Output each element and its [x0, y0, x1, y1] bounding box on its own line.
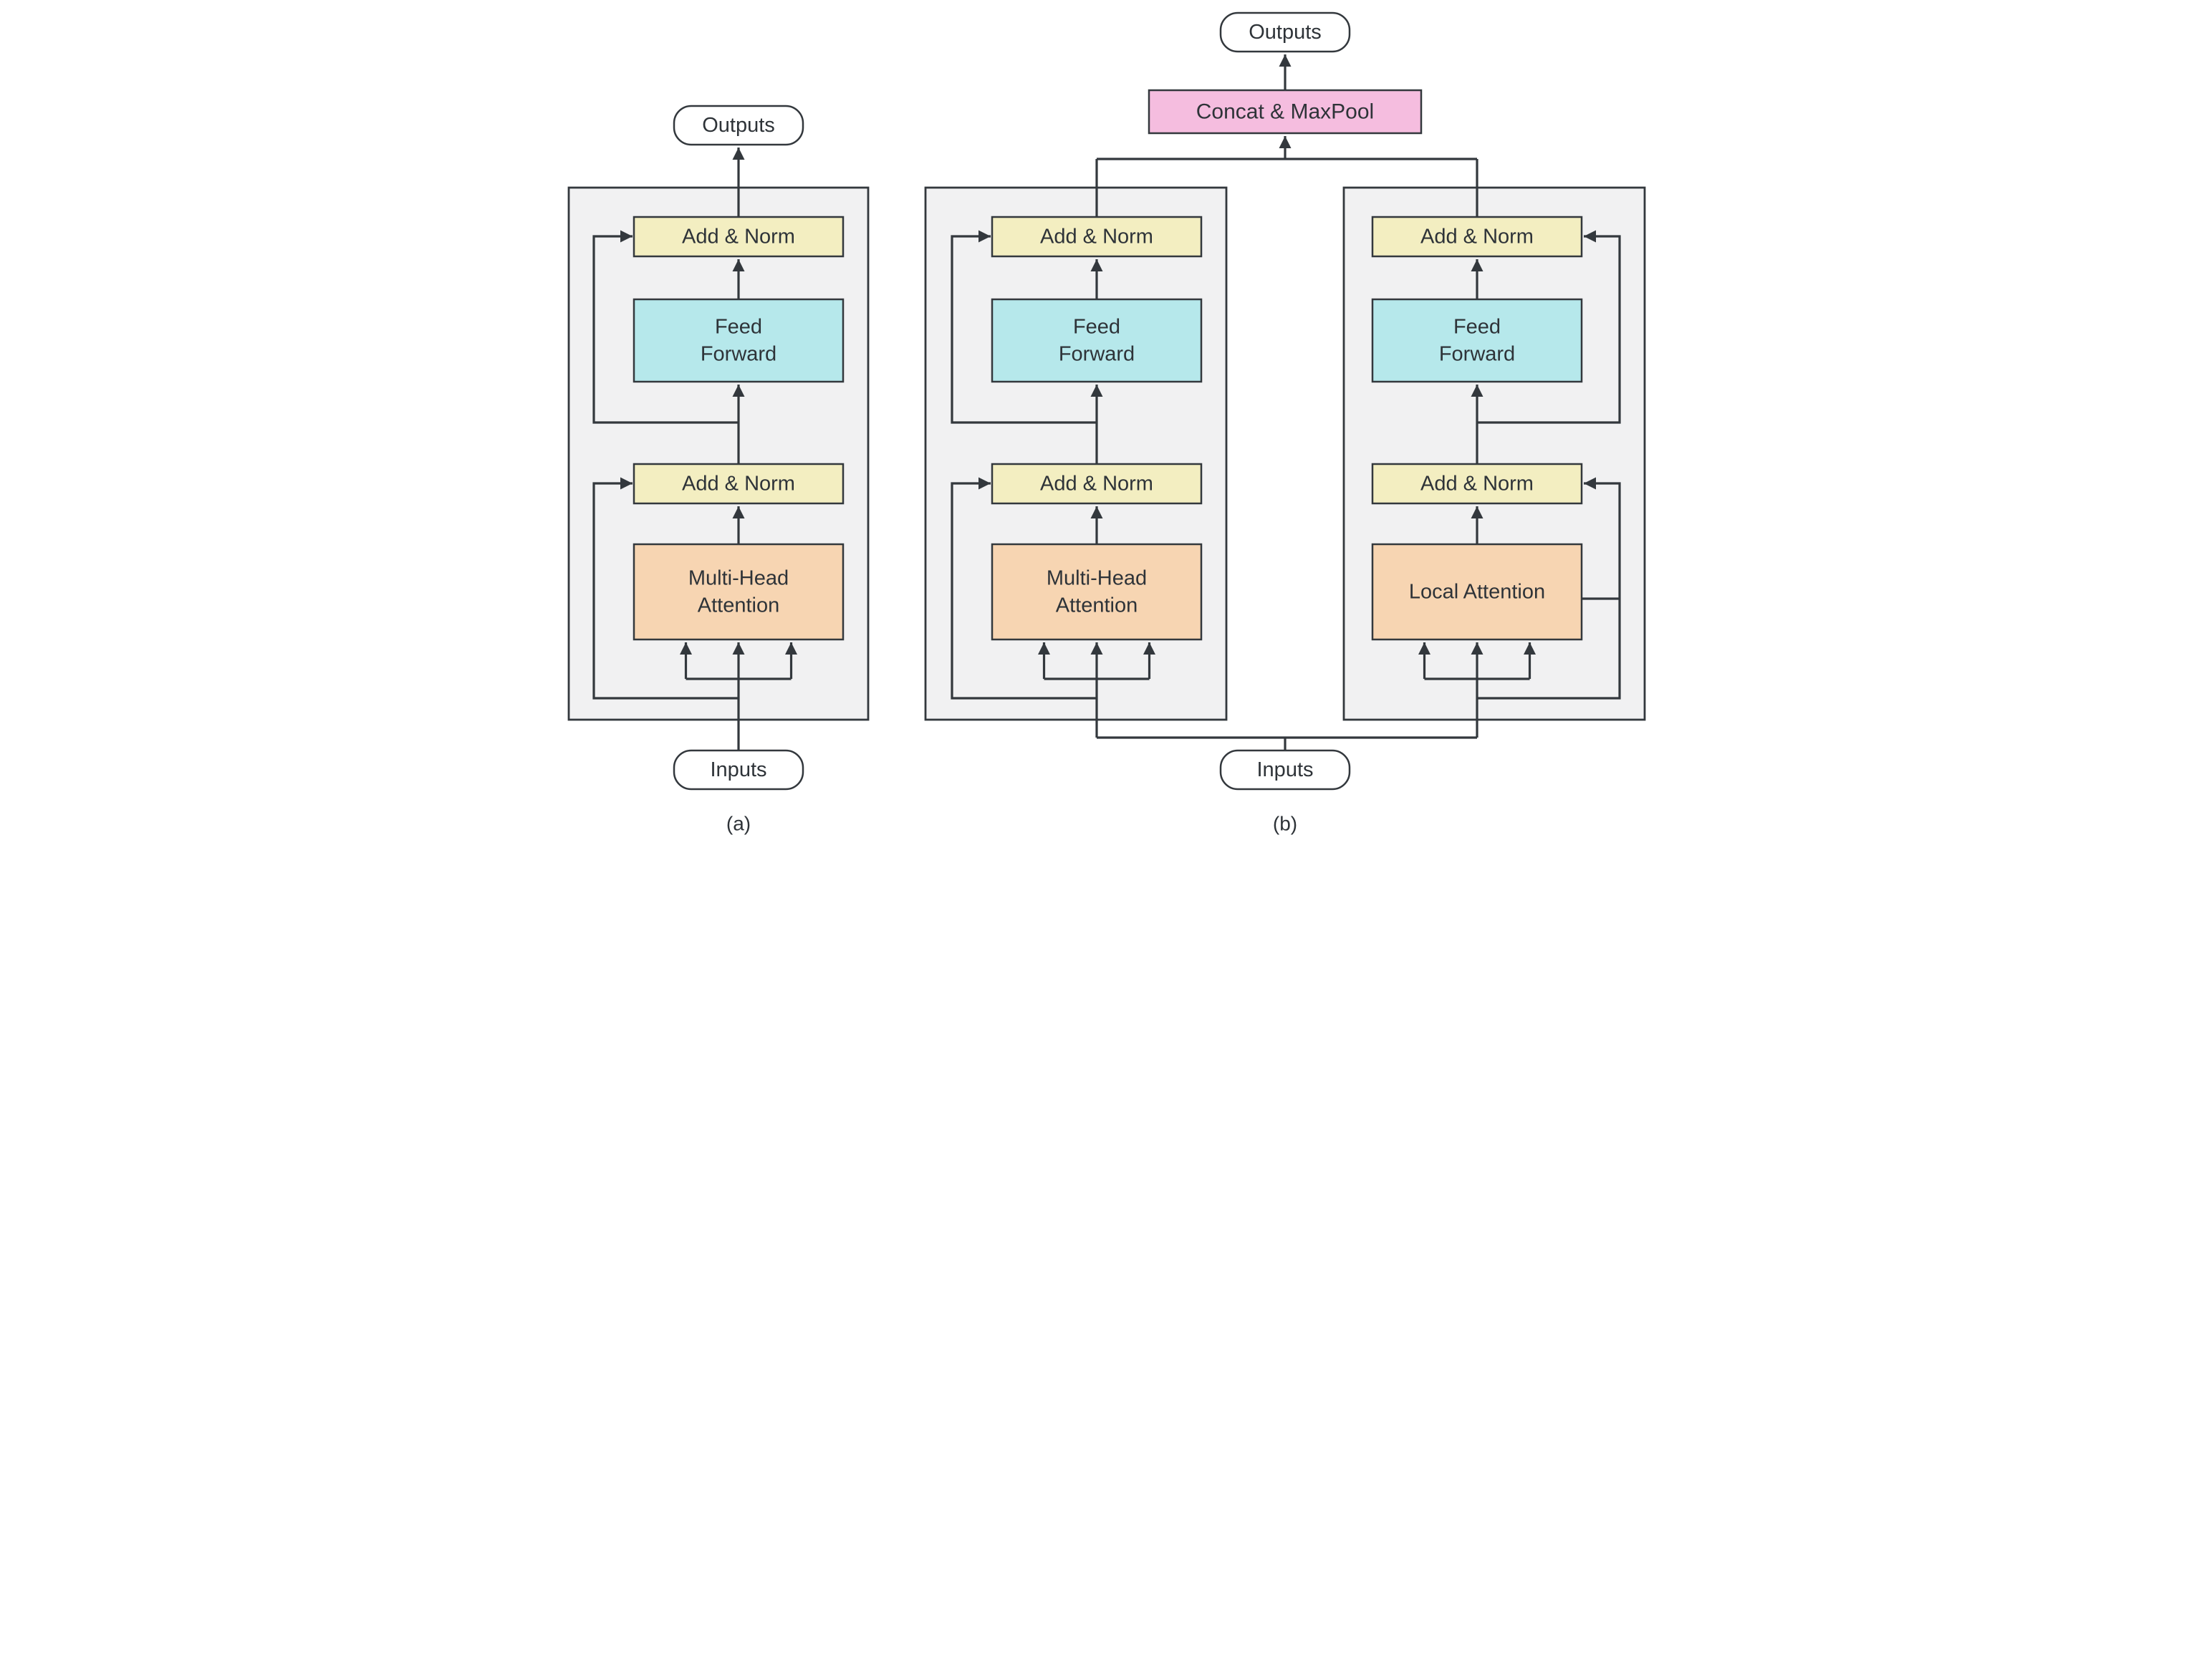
edge-b2-main-mid-arrowhead [1471, 385, 1484, 397]
feed-forward-b1-label: Feed [1073, 316, 1120, 339]
edge-a-residual-lower-arrowhead [620, 477, 633, 490]
edge-b1-ff-to-addnorm-arrowhead [1090, 259, 1103, 271]
add-norm-b1-top-box [991, 216, 1203, 258]
add-norm-a-lower: Add & Norm [633, 463, 845, 505]
add-norm-b2-top-label: Add & Norm [1420, 226, 1534, 248]
feed-forward-a-label: Forward [701, 343, 776, 366]
panel-label-b: (b) [1273, 813, 1297, 835]
feed-forward-b2-label: Feed [1453, 316, 1501, 339]
inputs-terminal-a: Inputs [673, 749, 804, 791]
edge-b1-qkv-right-arrowhead [1143, 642, 1155, 655]
local-attention-b2-box [1371, 543, 1583, 641]
multi-head-attention-b1-label: Multi-Head [1047, 567, 1147, 590]
edge-b2-residual-lower [1477, 482, 1621, 700]
edge-b2-qkv-left-arrowhead [1418, 642, 1430, 655]
add-norm-b1-top-label: Add & Norm [1040, 226, 1153, 248]
edge-b2-qkv-right-arrowhead [1524, 642, 1536, 655]
outputs-terminal-a-label: Outputs [702, 114, 775, 137]
edge-b-concat-to-outputs-arrowhead [1279, 54, 1292, 67]
edge-b1-residual-lower [951, 482, 1097, 700]
add-norm-b2-lower: Add & Norm [1371, 463, 1583, 505]
edge-a-residual-top-arrowhead [620, 230, 633, 243]
edge-b2-ff-to-addnorm-arrowhead [1471, 259, 1484, 271]
multi-head-attention-b1-box [991, 543, 1203, 641]
add-norm-b2-lower-box [1371, 463, 1583, 505]
outputs-terminal-b: Outputs [1219, 11, 1351, 53]
edge-a-addnorm-to-outputs-arrowhead [732, 148, 745, 160]
add-norm-a-top: Add & Norm [633, 216, 845, 258]
local-attention-b2-label: Local Attention [1409, 581, 1545, 604]
add-norm-b1-lower-label: Add & Norm [1040, 473, 1153, 496]
add-norm-b1-top: Add & Norm [991, 216, 1203, 258]
add-norm-b2-top-box [1371, 216, 1583, 258]
add-norm-b1-lower: Add & Norm [991, 463, 1203, 505]
edge-a-ff-to-addnorm-arrowhead [732, 259, 745, 271]
multi-head-attention-a-box [633, 543, 845, 641]
edge-a-inputs-to-mha-arrowhead [732, 642, 745, 655]
feed-forward-b1-label: Forward [1059, 343, 1135, 366]
inputs-terminal-b-box [1219, 749, 1351, 791]
edge-b1-mha-to-addnorm-arrowhead [1090, 506, 1103, 518]
edge-b2-residual-lower-arrowhead [1584, 477, 1596, 490]
edge-a-mha-to-addnorm-arrowhead [732, 506, 745, 518]
add-norm-a-lower-box [633, 463, 845, 505]
edge-b2-residual-top [1477, 235, 1621, 424]
add-norm-a-top-label: Add & Norm [682, 226, 795, 248]
outputs-terminal-a-box [673, 105, 804, 146]
feed-forward-b2-box [1371, 298, 1583, 383]
edge-a-residual-top [592, 235, 739, 424]
multi-head-attention-b1-label: Attention [1056, 594, 1138, 617]
concat-maxpool: Concat & MaxPool [1148, 89, 1423, 135]
feed-forward-a-label: Feed [715, 316, 762, 339]
edge-b-connector-to-concat-arrowhead [1279, 136, 1292, 148]
edge-b1-residual-top [951, 235, 1097, 424]
add-norm-b1-lower-box [991, 463, 1203, 505]
edge-a-main-mid-arrowhead [732, 385, 745, 397]
feed-forward-b1-box [991, 298, 1203, 383]
edge-b1-input-riser-arrowhead [1090, 642, 1103, 655]
inputs-terminal-a-box [673, 749, 804, 791]
feed-forward-a-box [633, 298, 845, 383]
outputs-terminal-a: Outputs [673, 105, 804, 146]
edge-b1-main-mid-arrowhead [1090, 385, 1103, 397]
inputs-terminal-a-label: Inputs [711, 758, 767, 781]
local-attention-b2: Local Attention [1371, 543, 1583, 641]
add-norm-b2-top: Add & Norm [1371, 216, 1583, 258]
edge-b1-qkv-left-arrowhead [1038, 642, 1050, 655]
edge-a-qkv-right-arrowhead [785, 642, 797, 655]
edge-a-residual-lower [592, 482, 739, 700]
outputs-terminal-b-label: Outputs [1249, 21, 1322, 44]
concat-maxpool-box [1148, 89, 1423, 135]
edge-b2-input-riser-arrowhead [1471, 642, 1484, 655]
panel-label-a: (a) [726, 813, 751, 835]
multi-head-attention-a-label: Attention [698, 594, 779, 617]
add-norm-b2-lower-label: Add & Norm [1420, 473, 1534, 496]
edge-b2-residual-top-arrowhead [1584, 230, 1596, 243]
add-norm-a-top-box [633, 216, 845, 258]
concat-maxpool-label: Concat & MaxPool [1196, 100, 1374, 124]
edge-b1-residual-lower-arrowhead [978, 477, 991, 490]
add-norm-a-lower-label: Add & Norm [682, 473, 795, 496]
edge-a-qkv-left-arrowhead [680, 642, 692, 655]
edge-b2-la-to-addnorm-arrowhead [1471, 506, 1484, 518]
inputs-terminal-b: Inputs [1219, 749, 1351, 791]
edge-b1-residual-top-arrowhead [978, 230, 991, 243]
feed-forward-b2-label: Forward [1439, 343, 1515, 366]
inputs-terminal-b-label: Inputs [1257, 758, 1314, 781]
outputs-terminal-b-box [1219, 11, 1351, 53]
multi-head-attention-a-label: Multi-Head [688, 567, 789, 590]
